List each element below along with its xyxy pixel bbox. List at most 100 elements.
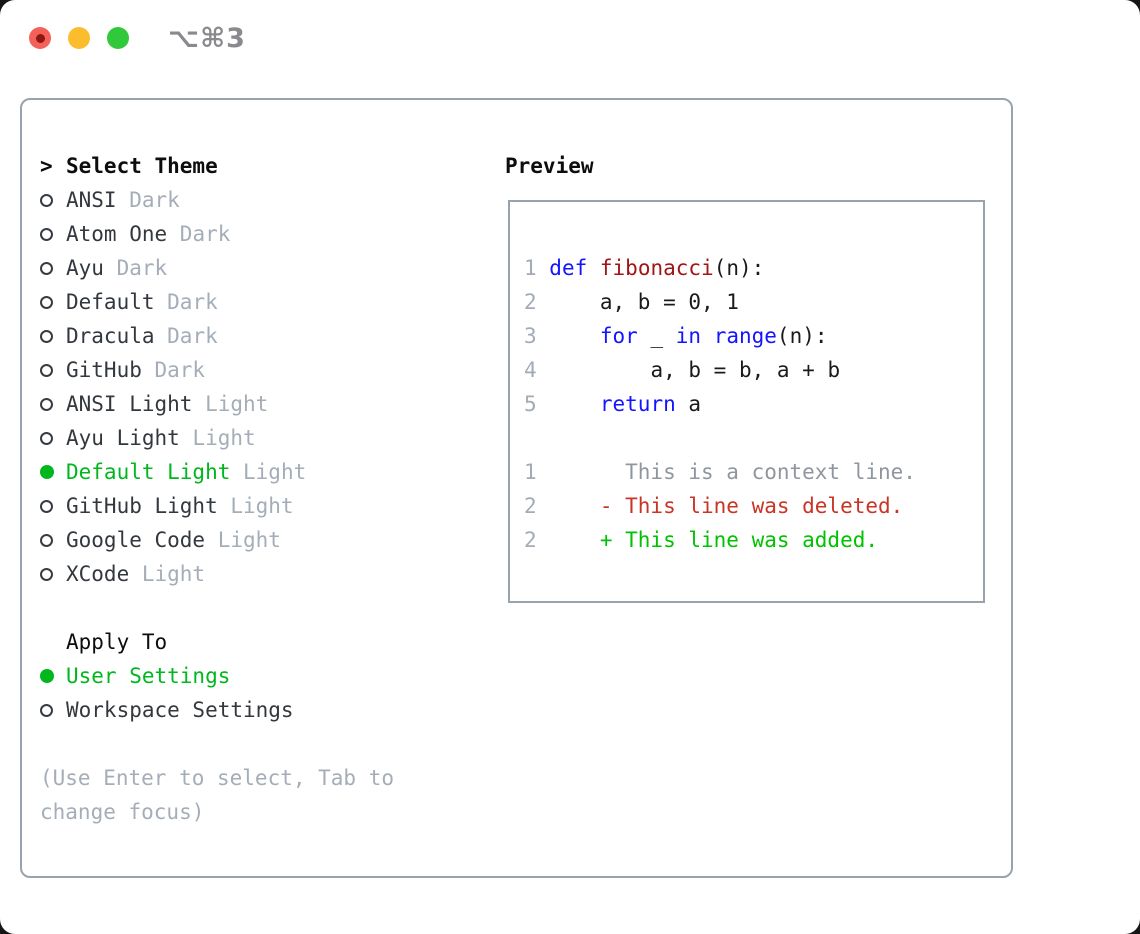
radio-icon (40, 261, 66, 275)
theme-option-ansi-light[interactable]: ANSI Light Light (40, 387, 460, 421)
titlebar: ⌥⌘3 (29, 23, 246, 54)
theme-option-github[interactable]: GitHub Dark (40, 353, 460, 387)
close-button[interactable] (29, 27, 51, 49)
theme-name: Default Light (66, 460, 231, 484)
theme-name: ANSI (66, 188, 117, 212)
radio-icon (40, 295, 66, 309)
apply-option-workspace-settings[interactable]: Workspace Settings (40, 693, 460, 727)
code-token: in (675, 324, 702, 348)
theme-option-github-light[interactable]: GitHub Light Light (40, 489, 460, 523)
radio-icon (40, 567, 66, 581)
theme-option-xcode[interactable]: XCode Light (40, 557, 460, 591)
cursor-indicator: > (40, 154, 53, 178)
apply-to-header: Apply To (40, 625, 460, 659)
minimize-button[interactable] (68, 27, 90, 49)
theme-name: Atom One (66, 222, 168, 246)
theme-option-google-code[interactable]: Google Code Light (40, 523, 460, 557)
code-token: (n): (713, 256, 765, 280)
theme-variant: Dark (116, 188, 180, 212)
line-number: 2 (524, 528, 600, 552)
diff-line-deleted: 2 - This line was deleted. (524, 489, 973, 523)
diff-text: + This line was added. (599, 528, 879, 552)
theme-option-ansi[interactable]: ANSI Dark (40, 183, 460, 217)
radio-icon (40, 703, 66, 717)
theme-name: GitHub (66, 358, 142, 382)
theme-variant: Dark (154, 324, 218, 348)
line-number: 1 (524, 256, 550, 280)
theme-option-default[interactable]: Default Dark (40, 285, 460, 319)
theme-name: Ayu Light (66, 426, 180, 450)
apply-to-title: Apply To (66, 630, 168, 654)
code-token: fibonacci (599, 256, 714, 280)
code-token: range (713, 324, 777, 348)
theme-variant: Light (230, 460, 307, 484)
line-number: 5 (524, 392, 550, 416)
radio-unselected-icon (40, 533, 53, 547)
code-line: 4 a, b = b, a + b (524, 353, 973, 387)
line-number: 2 (524, 290, 550, 314)
diff-line-added: 2 + This line was added. (524, 523, 973, 557)
code-token: def (549, 256, 588, 280)
radio-selected-icon (40, 465, 54, 479)
theme-option-ayu[interactable]: Ayu Dark (40, 251, 460, 285)
radio-unselected-icon (40, 329, 53, 343)
window-shortcut-label: ⌥⌘3 (168, 22, 246, 54)
line-number: 4 (524, 358, 550, 382)
radio-icon (40, 227, 66, 241)
radio-unselected-icon (40, 261, 53, 275)
code-token: a, b = 0, 1 (549, 290, 739, 314)
radio-unselected-icon (40, 431, 53, 445)
theme-name: XCode (66, 562, 130, 586)
theme-name: Dracula (66, 324, 155, 348)
theme-variant: Light (179, 426, 256, 450)
picker-header: >Select Theme (40, 149, 460, 183)
spacer (40, 591, 460, 625)
theme-variant: Dark (141, 358, 206, 382)
radio-selected-icon (40, 669, 54, 683)
apply-option-user-settings[interactable]: User Settings (40, 659, 460, 693)
radio-icon (40, 397, 66, 411)
theme-option-atom-one[interactable]: Atom One Dark (40, 217, 460, 251)
theme-option-default-light[interactable]: Default Light Light (40, 455, 460, 489)
code-line: 2 a, b = 0, 1 (524, 285, 973, 319)
line-number: 2 (524, 494, 600, 518)
radio-icon (40, 465, 66, 479)
code-token: a (675, 392, 702, 416)
code-line: 5 return a (524, 387, 973, 421)
code-token: _ (637, 324, 676, 348)
theme-name: ANSI Light (66, 392, 193, 416)
theme-variant: Light (192, 392, 269, 416)
theme-variant: Light (217, 494, 294, 518)
radio-icon (40, 499, 66, 513)
radio-icon (40, 669, 66, 683)
line-number: 3 (524, 324, 550, 348)
radio-icon (40, 329, 66, 343)
help-text: (Use Enter to select, Tab to change focu… (40, 766, 395, 824)
theme-option-dracula[interactable]: Dracula Dark (40, 319, 460, 353)
theme-variant: Dark (103, 256, 168, 280)
radio-unselected-icon (40, 499, 53, 513)
theme-option-ayu-light[interactable]: Ayu Light Light (40, 421, 460, 455)
radio-unselected-icon (40, 193, 53, 207)
code-token: return (599, 392, 676, 416)
theme-variant: Light (129, 562, 206, 586)
preview-title: Preview (505, 154, 594, 178)
zoom-button[interactable] (107, 27, 129, 49)
radio-unselected-icon (40, 703, 53, 717)
radio-unselected-icon (40, 567, 53, 581)
diff-sample: 1 This is a context line.2 - This line w… (524, 455, 973, 557)
theme-name: Google Code (66, 528, 206, 552)
code-token: a, b = b, a + b (549, 358, 841, 382)
theme-name: Ayu (66, 256, 104, 280)
radio-icon (40, 193, 66, 207)
code-token: (n): (776, 324, 828, 348)
code-token (549, 324, 600, 348)
radio-icon (40, 431, 66, 445)
apply-option-label: User Settings (66, 664, 231, 688)
radio-icon (40, 533, 66, 547)
